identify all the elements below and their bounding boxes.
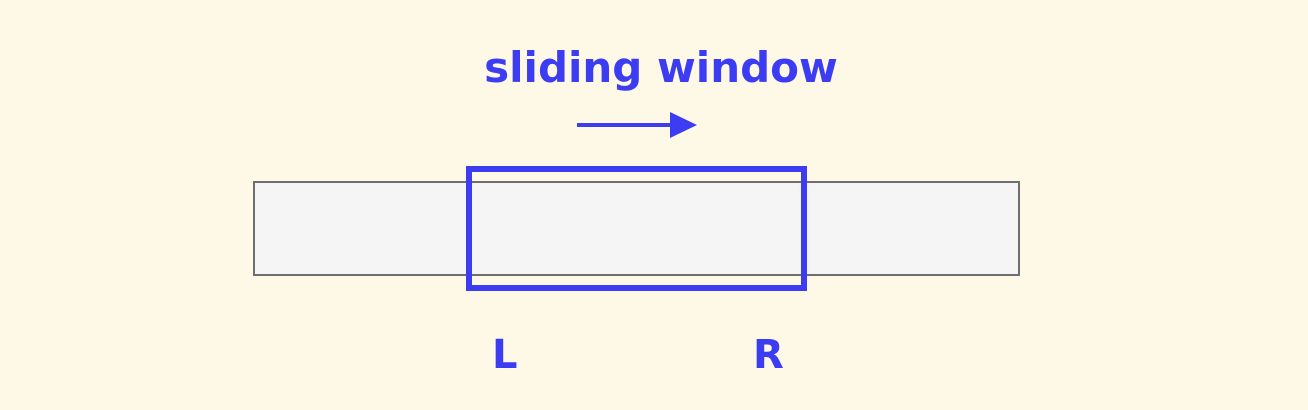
- sliding-window-frame: [466, 166, 807, 291]
- diagram-title: sliding window: [484, 43, 838, 92]
- left-pointer-label: L: [492, 332, 518, 378]
- right-pointer-label: R: [753, 332, 784, 378]
- arrow-head: [670, 112, 697, 138]
- array-bar: [253, 181, 1020, 276]
- arrow-right-icon: [577, 112, 697, 138]
